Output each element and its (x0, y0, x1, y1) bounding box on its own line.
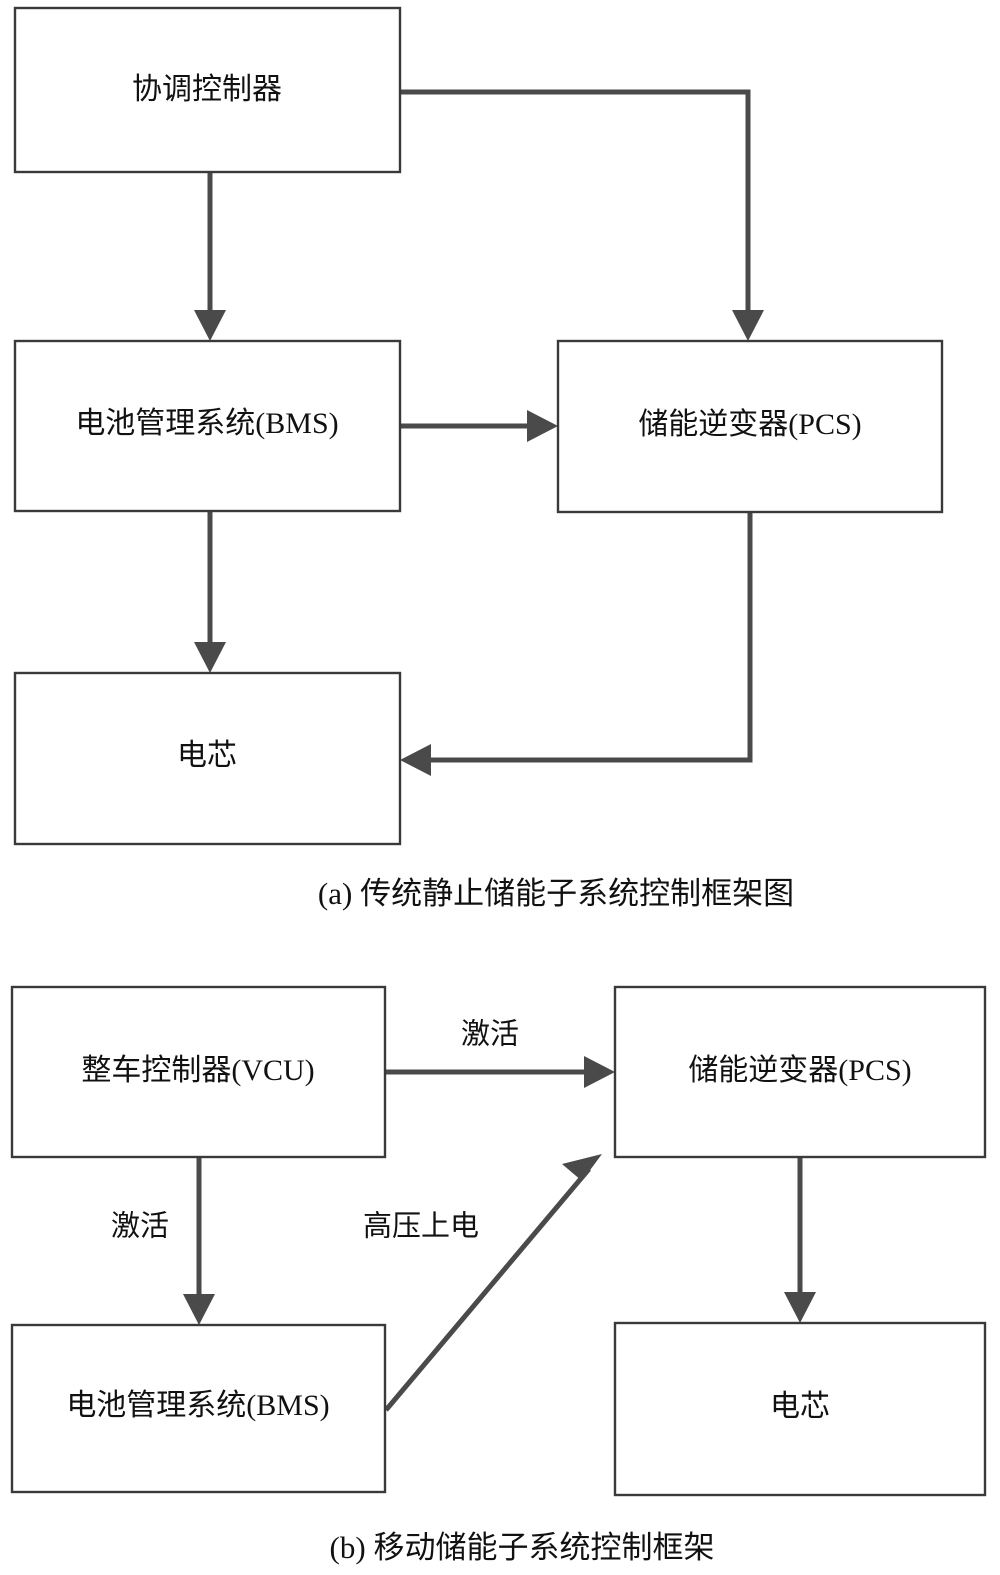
node-cell-rect[interactable] (13, 671, 402, 846)
node-cell-b-rect[interactable] (613, 1321, 987, 1497)
node-pcs[interactable]: 储能逆变器(PCS) (556, 339, 944, 514)
node-bms[interactable]: 电池管理系统(BMS) (13, 339, 402, 513)
node-cell-label: 电芯 (177, 739, 237, 772)
edge-label-vcu-to-bms: 激活 (111, 1210, 169, 1243)
panel-b-caption: (b) 移动储能子系统控制框架 (330, 1530, 715, 1565)
edge-vcu-to-pcs (385, 1056, 615, 1088)
node-pcs-rect[interactable] (556, 339, 944, 514)
node-cell[interactable]: 电芯 (13, 671, 402, 846)
edge-bms-to-pcs (400, 410, 558, 442)
node-bms-rect[interactable] (13, 339, 402, 513)
edge-label-vcu-to-pcs: 激活 (461, 1018, 519, 1051)
node-bms-b[interactable]: 电池管理系统(BMS) (10, 1323, 387, 1494)
node-bms-b-label: 电池管理系统(BMS) (66, 1389, 329, 1422)
edge-coordination-to-pcs (400, 89, 764, 341)
node-cell-b-label: 电芯 (770, 1390, 830, 1423)
node-cell-b[interactable]: 电芯 (613, 1321, 987, 1497)
panel-a-edges (194, 89, 764, 776)
edge-vcu-to-bms (183, 1157, 215, 1325)
node-pcs-b-label: 储能逆变器(PCS) (688, 1054, 911, 1087)
edge-bms-to-cell (194, 511, 226, 673)
node-coordination-controller-rect[interactable] (13, 6, 402, 174)
edge-pcs-to-cell (400, 512, 753, 776)
edge-coordination-to-bms (194, 172, 226, 341)
panel-a: 协调控制器 电池管理系统(BMS) 储能逆变器(PCS) 电芯 (a) 传统静止… (13, 6, 944, 911)
edge-label-bms-to-pcs-highvoltage: 高压上电 (363, 1210, 479, 1243)
node-coordination-controller-label: 协调控制器 (132, 73, 282, 106)
node-pcs-b-rect[interactable] (613, 985, 987, 1159)
node-pcs-b[interactable]: 储能逆变器(PCS) (613, 985, 987, 1159)
panel-b: 整车控制器(VCU) 储能逆变器(PCS) 电池管理系统(BMS) 电芯 激活 … (10, 985, 987, 1565)
panel-b-edges (183, 1056, 816, 1412)
panel-a-caption: (a) 传统静止储能子系统控制框架图 (318, 876, 794, 911)
node-vcu[interactable]: 整车控制器(VCU) (10, 985, 387, 1159)
node-bms-b-rect[interactable] (10, 1323, 387, 1494)
edge-pcs-to-cell-b (784, 1157, 816, 1323)
node-bms-label: 电池管理系统(BMS) (75, 407, 338, 440)
node-vcu-rect[interactable] (10, 985, 387, 1159)
node-pcs-label: 储能逆变器(PCS) (638, 408, 861, 441)
node-coordination-controller[interactable]: 协调控制器 (13, 6, 402, 174)
edge-bms-to-pcs-highvoltage (384, 1154, 602, 1412)
node-vcu-label: 整车控制器(VCU) (81, 1054, 314, 1087)
